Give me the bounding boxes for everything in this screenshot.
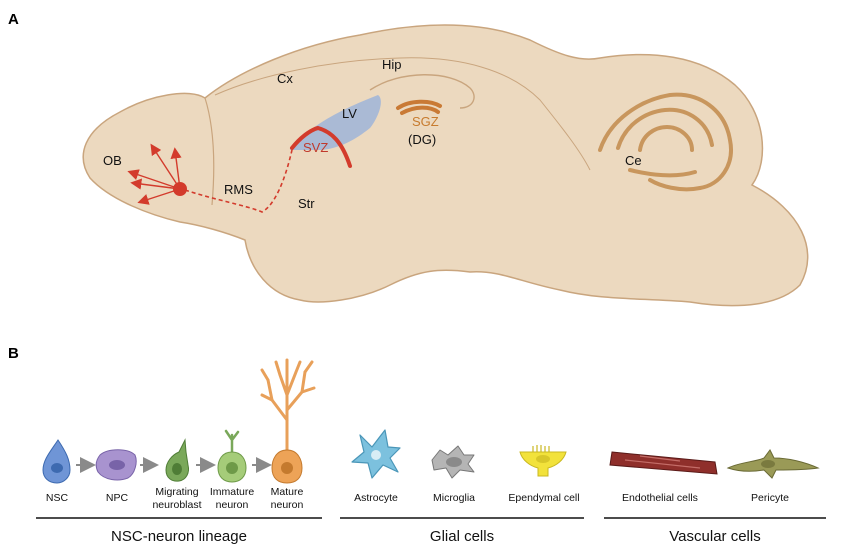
label-hip: Hip bbox=[382, 57, 402, 72]
ependymal-cell bbox=[519, 445, 567, 477]
astrocyte-cell bbox=[351, 429, 401, 479]
label-npc: NPC bbox=[106, 492, 129, 504]
label-dg: (DG) bbox=[408, 132, 436, 147]
label-svz: SVZ bbox=[303, 140, 328, 155]
npc-cell bbox=[95, 449, 137, 481]
group-label-glial: Glial cells bbox=[430, 528, 494, 545]
label-astrocyte: Astrocyte bbox=[354, 492, 398, 504]
nsc-cell bbox=[42, 439, 71, 484]
lateral-ventricle bbox=[290, 95, 381, 150]
label-microglia: Microglia bbox=[433, 492, 475, 504]
label-endothelial: Endothelial cells bbox=[622, 492, 698, 504]
label-rms: RMS bbox=[224, 182, 253, 197]
mature-neuron-cell bbox=[260, 358, 316, 484]
hippocampus bbox=[369, 74, 475, 109]
group-label-vascular: Vascular cells bbox=[669, 528, 760, 545]
label-immature-1: Immature bbox=[210, 486, 255, 498]
label-cx: Cx bbox=[277, 71, 293, 86]
label-migrating-2: neuroblast bbox=[152, 499, 201, 511]
brain-section: Cx Hip LV SGZ (DG) SVZ OB RMS Str Ce bbox=[82, 24, 809, 307]
cortex-line bbox=[214, 57, 591, 171]
label-ce: Ce bbox=[625, 153, 642, 168]
endothelial-cells bbox=[609, 451, 718, 475]
ob-boundary bbox=[204, 97, 215, 206]
label-mature-2: neuron bbox=[271, 499, 304, 511]
label-str: Str bbox=[298, 196, 315, 211]
pericyte-cell bbox=[726, 449, 820, 479]
label-mature-1: Mature bbox=[271, 486, 304, 498]
label-sgz: SGZ bbox=[412, 114, 439, 129]
migrating-neuroblast-cell bbox=[165, 438, 189, 482]
label-immature-2: neuron bbox=[216, 499, 249, 511]
sgz-band bbox=[396, 99, 442, 115]
label-nsc: NSC bbox=[46, 492, 69, 504]
immature-neuron-cell bbox=[217, 429, 247, 483]
label-pericyte: Pericyte bbox=[751, 492, 789, 504]
cerebellum bbox=[598, 92, 733, 192]
label-ependymal: Ependymal cell bbox=[508, 492, 579, 504]
panel-a-letter: A bbox=[8, 11, 19, 28]
panel-b-letter: B bbox=[8, 345, 19, 362]
label-ob: OB bbox=[103, 153, 122, 168]
label-migrating-1: Migrating bbox=[155, 486, 198, 498]
microglia-cell bbox=[431, 445, 475, 479]
brain-outline bbox=[82, 24, 809, 307]
group-label-lineage: NSC-neuron lineage bbox=[111, 528, 247, 545]
rms-path bbox=[184, 149, 293, 213]
ob-arrows bbox=[127, 143, 182, 205]
svz-band bbox=[290, 125, 352, 168]
label-lv: LV bbox=[342, 106, 357, 121]
